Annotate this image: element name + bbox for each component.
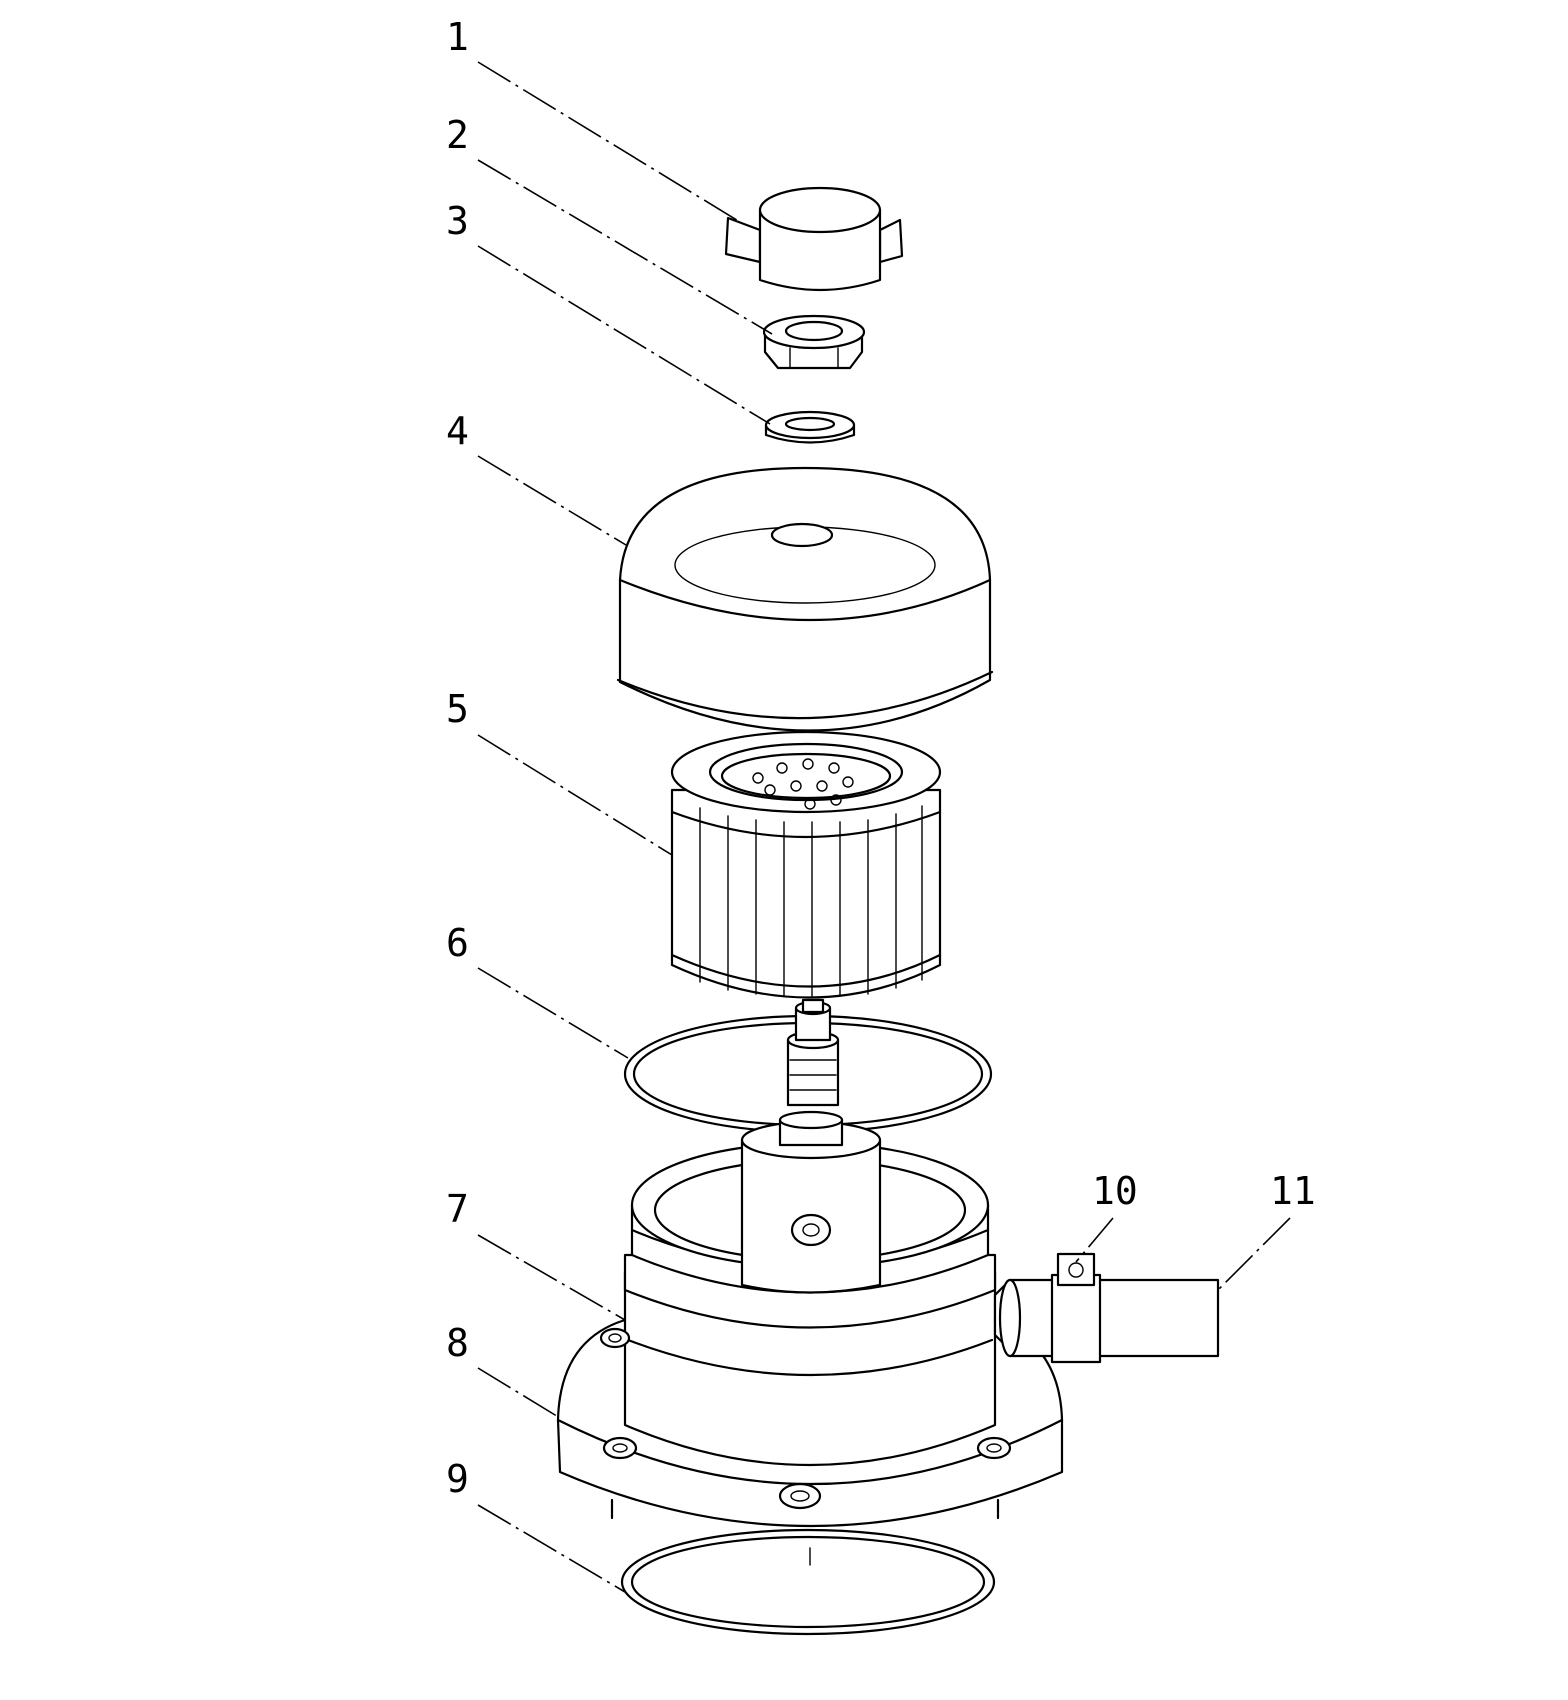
center-stud bbox=[786, 998, 840, 1107]
callout-7: 7 bbox=[446, 1187, 469, 1231]
part-3-washer bbox=[764, 410, 856, 444]
callout-9: 9 bbox=[446, 1457, 469, 1501]
callout-11: 11 bbox=[1270, 1169, 1316, 1213]
callout-8: 8 bbox=[446, 1321, 469, 1365]
part-2-hex-nut bbox=[762, 314, 866, 370]
callout-5: 5 bbox=[446, 687, 469, 731]
part-11-hose bbox=[993, 1278, 1220, 1358]
callout-6: 6 bbox=[446, 921, 469, 965]
part-9-base-o-ring bbox=[620, 1528, 996, 1636]
part-4-cover-cap bbox=[616, 466, 994, 732]
part-10-hose-clamp bbox=[1050, 1252, 1102, 1364]
callout-10: 10 bbox=[1092, 1169, 1138, 1213]
callout-labels: 1 2 3 4 5 6 7 8 9 10 11 bbox=[446, 15, 1316, 1501]
callout-3: 3 bbox=[446, 199, 469, 243]
callout-1: 1 bbox=[446, 15, 469, 59]
callout-2: 2 bbox=[446, 113, 469, 157]
callout-4: 4 bbox=[446, 409, 469, 453]
part-5-filter-element bbox=[670, 730, 942, 999]
part-1-wing-knob bbox=[724, 186, 904, 292]
leader-lines bbox=[477, 61, 1291, 1593]
part-7-housing bbox=[623, 1110, 997, 1467]
part-8-base-flange bbox=[556, 1318, 1064, 1528]
